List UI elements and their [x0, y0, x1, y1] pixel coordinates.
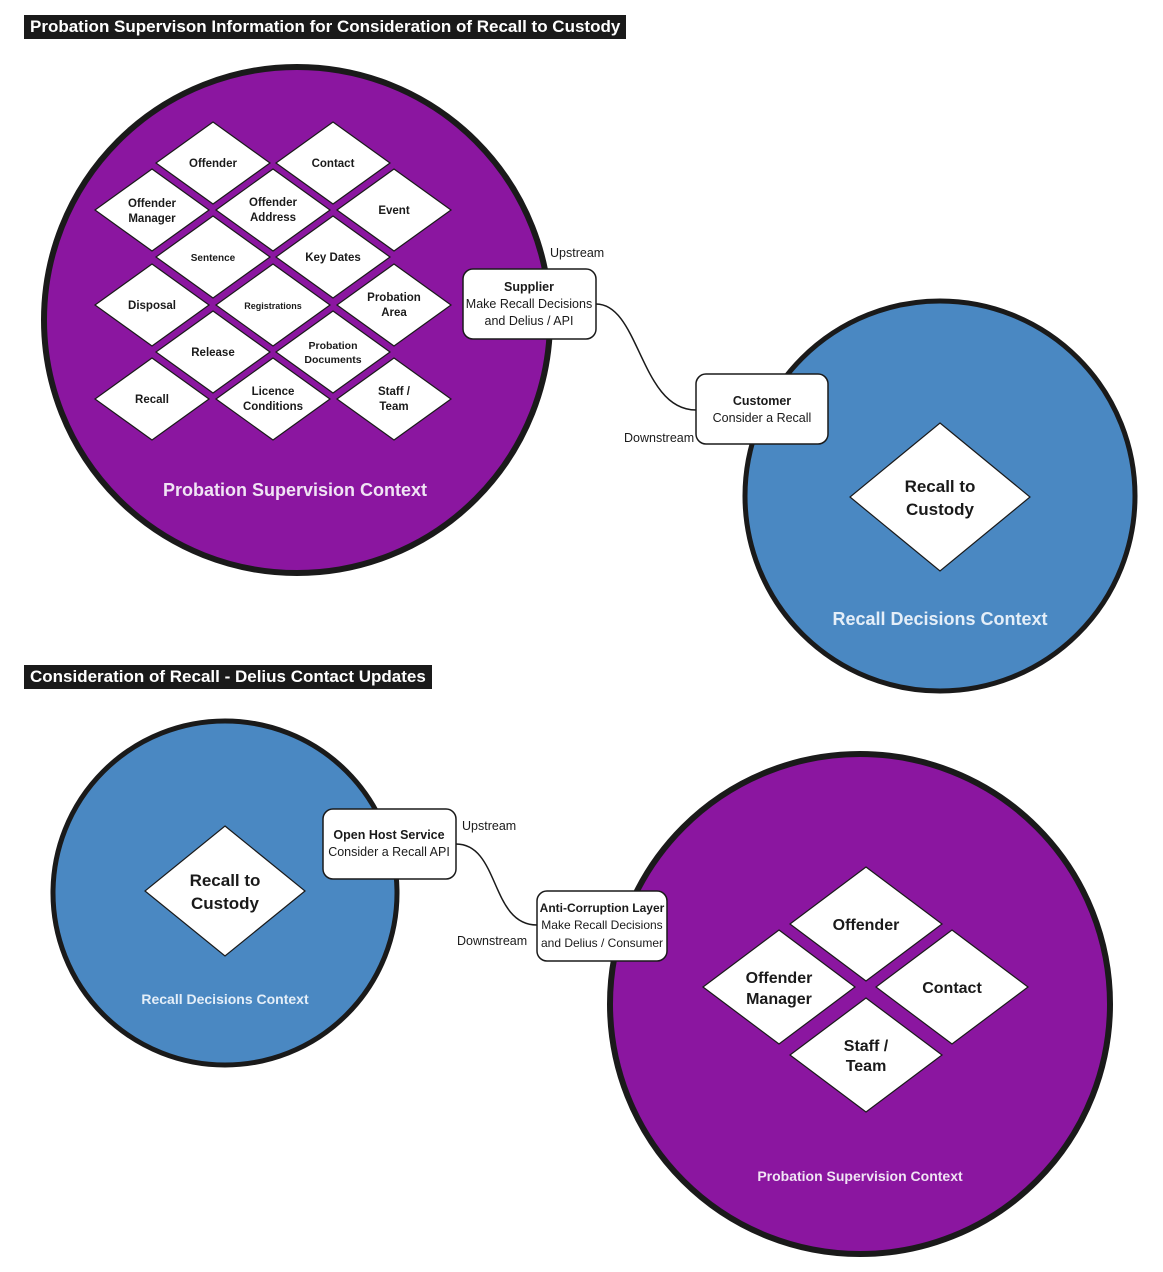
entity-contact-2: [875, 929, 1029, 1045]
supplier-line2: and Delius / API: [485, 314, 574, 328]
entity-disposal: [93, 263, 211, 347]
entity-licence-conditions: [214, 357, 332, 441]
label-probation-area-1: Probation: [367, 292, 421, 304]
entity-probation-area: [335, 263, 453, 347]
label-offender-manager-2: Manager: [128, 213, 176, 225]
entity-sentence: [154, 215, 272, 299]
customer-box: [695, 373, 829, 445]
acl-box: [536, 890, 668, 962]
entity-key-dates: [274, 215, 392, 299]
label-recall: Recall: [135, 394, 169, 406]
label-contact: Contact: [312, 158, 355, 170]
openhost-acl-connector: [455, 843, 538, 926]
label-offender-2: Offender: [833, 917, 900, 934]
entity-probation-documents: [274, 310, 392, 394]
entity-staff-team: [335, 357, 453, 441]
entity-offender-manager-2: [702, 929, 856, 1045]
entity-event: [335, 168, 453, 252]
acl-line2: and Delius / Consumer: [541, 936, 663, 950]
label-registrations: Registrations: [244, 301, 302, 311]
section1-title: Probation Supervison Information for Con…: [24, 15, 627, 39]
label-event: Event: [378, 205, 409, 217]
supplier-title: Supplier: [504, 280, 554, 294]
entity-offender-manager: [93, 168, 211, 252]
customer-line1: Consider a Recall: [713, 411, 812, 425]
acl-line1: Make Recall Decisions: [541, 918, 662, 932]
supplier-customer-connector: [595, 303, 697, 411]
probation-entities: [93, 121, 453, 441]
entity-recall: [93, 357, 211, 441]
entity-release: [154, 310, 272, 394]
label-staff-team-2-2: Team: [846, 1058, 887, 1075]
label-staff-team-1: Staff /: [378, 386, 411, 398]
recall-context-label: Recall Decisions Context: [832, 609, 1047, 629]
label-offender-manager-1: Offender: [128, 198, 176, 210]
supplier-line1: Make Recall Decisions: [466, 297, 592, 311]
entity-offender: [154, 121, 272, 205]
customer-title: Customer: [733, 394, 791, 408]
entity-offender-address: [214, 168, 332, 252]
label-staff-team-2: Team: [379, 401, 408, 413]
label-offender-manager-2-1: Offender: [746, 970, 813, 987]
label-sentence: Sentence: [191, 253, 236, 264]
label-offender-address-1: Offender: [249, 197, 297, 209]
label-staff-team-2-1: Staff /: [844, 1038, 889, 1055]
label-probation-documents-1: Probation: [309, 340, 358, 352]
probation-context-label-2: Probation Supervision Context: [757, 1168, 963, 1184]
label-licence-conditions-2: Conditions: [243, 401, 303, 413]
label-offender-address-2: Address: [250, 212, 296, 224]
label-disposal: Disposal: [128, 300, 176, 312]
probation-context-label: Probation Supervision Context: [163, 480, 427, 500]
acl-title: Anti-Corruption Layer: [540, 901, 665, 915]
upstream-label-2: Upstream: [462, 819, 516, 833]
label-release: Release: [191, 347, 234, 359]
label-key-dates: Key Dates: [305, 252, 361, 264]
label-offender: Offender: [189, 158, 237, 170]
section2-title: Consideration of Recall - Delius Contact…: [24, 665, 432, 689]
label-contact-2: Contact: [922, 980, 982, 997]
entity-staff-team-2: [789, 997, 943, 1113]
open-host-line1: Consider a Recall API: [328, 845, 450, 859]
open-host-box: [322, 808, 457, 880]
supplier-box: [462, 268, 597, 340]
label-probation-documents-2: Documents: [304, 354, 361, 366]
open-host-title: Open Host Service: [333, 828, 444, 842]
entity-registrations: [214, 263, 332, 347]
entity-contact: [274, 121, 392, 205]
label-offender-manager-2-2: Manager: [746, 991, 812, 1008]
entity-recall-to-custody: [849, 422, 1031, 572]
upstream-label-1: Upstream: [550, 246, 604, 260]
entity-recall-to-custody-2: [144, 825, 306, 957]
label-recall-to-custody-2-1: Recall to: [190, 871, 261, 890]
downstream-label-2: Downstream: [457, 934, 527, 948]
label-licence-conditions-1: Licence: [252, 386, 295, 398]
label-recall-to-custody-1: Recall to: [905, 477, 976, 496]
label-recall-to-custody-2-2: Custody: [191, 894, 260, 913]
downstream-label-1: Downstream: [624, 431, 694, 445]
recall-context-label-2: Recall Decisions Context: [141, 991, 309, 1007]
label-probation-area-2: Area: [381, 307, 407, 319]
label-recall-to-custody-2: Custody: [906, 500, 975, 519]
entity-offender-2: [789, 866, 943, 982]
